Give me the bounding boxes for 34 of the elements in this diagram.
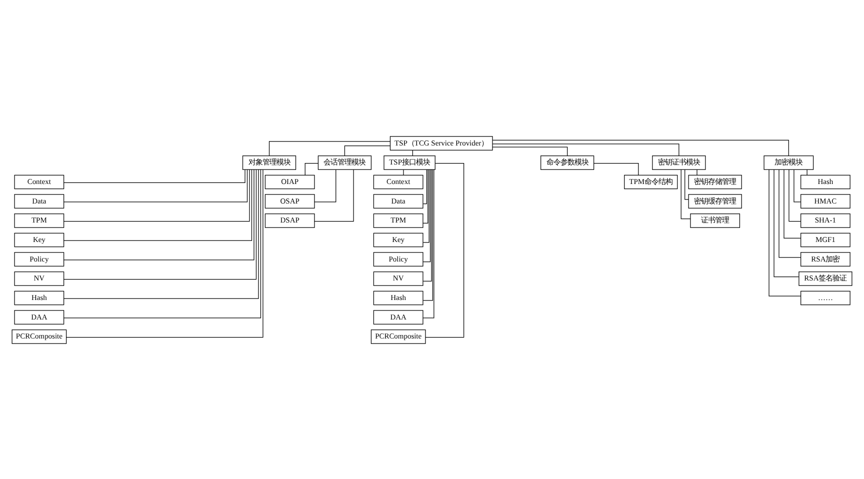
connector xyxy=(794,168,801,202)
connector xyxy=(684,168,689,200)
connector xyxy=(422,168,430,242)
connector xyxy=(64,168,246,182)
connector xyxy=(425,162,464,338)
connector xyxy=(268,140,390,156)
connector xyxy=(64,168,252,240)
connector xyxy=(64,168,248,202)
connector xyxy=(774,168,800,277)
connector xyxy=(403,168,404,175)
connector xyxy=(806,168,808,175)
connector xyxy=(680,168,691,219)
connector xyxy=(768,168,802,296)
connector xyxy=(594,162,639,175)
connector xyxy=(492,139,789,156)
connector xyxy=(304,162,318,175)
connector xyxy=(64,168,254,260)
connector xyxy=(778,169,801,258)
connector xyxy=(492,143,680,156)
connector xyxy=(314,168,354,222)
connector xyxy=(64,168,257,280)
connector xyxy=(64,168,250,222)
connector xyxy=(422,168,428,223)
connector xyxy=(422,168,434,300)
connector xyxy=(422,168,434,318)
connector xyxy=(422,168,427,204)
connector xyxy=(696,168,698,175)
connector xyxy=(422,168,432,281)
connector xyxy=(422,168,431,262)
connector xyxy=(344,145,391,156)
connector xyxy=(492,146,568,156)
connector xyxy=(314,168,336,202)
connector xyxy=(788,168,802,222)
connector xyxy=(784,168,801,238)
